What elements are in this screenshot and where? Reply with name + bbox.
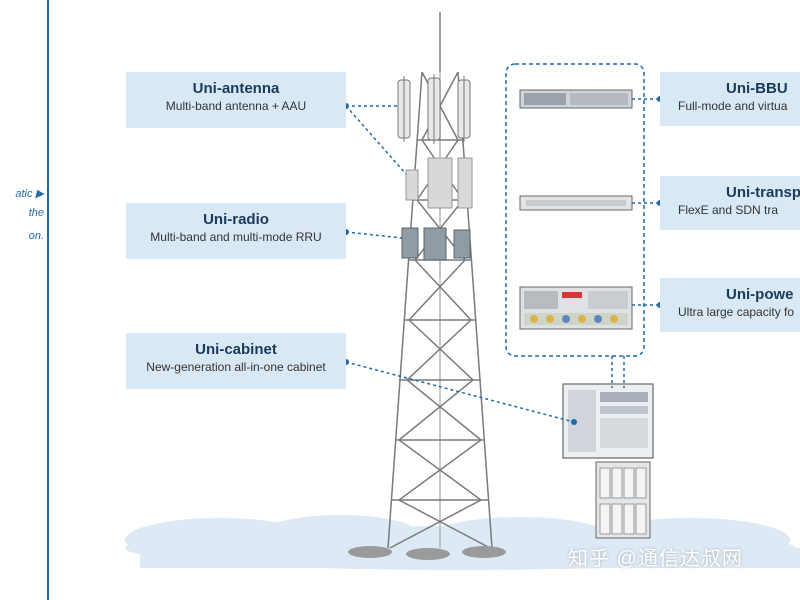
uni-transport-subtitle: FlexE and SDN tra — [678, 203, 779, 217]
uni-bbu-title: Uni-BBU — [726, 80, 788, 97]
aau-icon — [405, 157, 473, 209]
connector-dots — [343, 96, 663, 425]
cabinet-icon — [562, 383, 654, 539]
watermark-text: 知乎 @通信达叔网 — [568, 548, 743, 570]
uni-transport-box: Uni-transpo FlexE and SDN tra — [660, 176, 800, 230]
tower-footings — [348, 546, 506, 560]
uni-transport-title: Uni-transpo — [726, 184, 800, 201]
uni-cabinet-box: Uni-cabinet New-generation all-in-one ca… — [126, 333, 346, 389]
rru-icon — [401, 227, 471, 261]
uni-cabinet-subtitle: New-generation all-in-one cabinet — [146, 360, 326, 374]
uni-radio-subtitle: Multi-band and multi-mode RRU — [150, 230, 322, 244]
uni-power-subtitle: Ultra large capacity fo — [678, 305, 795, 319]
uni-bbu-box: Uni-BBU Full-mode and virtua — [660, 72, 800, 126]
uni-radio-box: Uni-radio Multi-band and multi-mode RRU — [126, 203, 346, 259]
uni-power-box: Uni-powe Ultra large capacity fo — [660, 278, 800, 332]
left-divider-line — [47, 0, 49, 600]
uni-antenna-subtitle: Multi-band antenna + AAU — [165, 99, 307, 113]
power-module-icon — [519, 286, 633, 330]
uni-radio-title: Uni-radio — [203, 211, 269, 228]
antenna-icon — [397, 74, 471, 144]
connector-lines — [345, 98, 660, 423]
bbu-icon — [519, 89, 633, 109]
uni-power-title: Uni-powe — [726, 286, 794, 303]
uni-bbu-subtitle: Full-mode and virtua — [678, 99, 788, 113]
left-text-fragment-3: on. — [28, 230, 44, 242]
left-text-fragment-1: atic ▶ — [15, 188, 44, 200]
uni-antenna-box: Uni-antenna Multi-band antenna + AAU — [126, 72, 346, 128]
tower-icon — [387, 12, 493, 549]
transport-board-icon — [519, 195, 633, 211]
equipment-group-frame — [505, 63, 645, 357]
uni-antenna-title: Uni-antenna — [192, 80, 280, 97]
left-text-fragment-2: the — [28, 207, 44, 219]
uni-cabinet-title: Uni-cabinet — [195, 341, 277, 358]
triangle-arrow-icon: ▶ — [35, 188, 44, 200]
